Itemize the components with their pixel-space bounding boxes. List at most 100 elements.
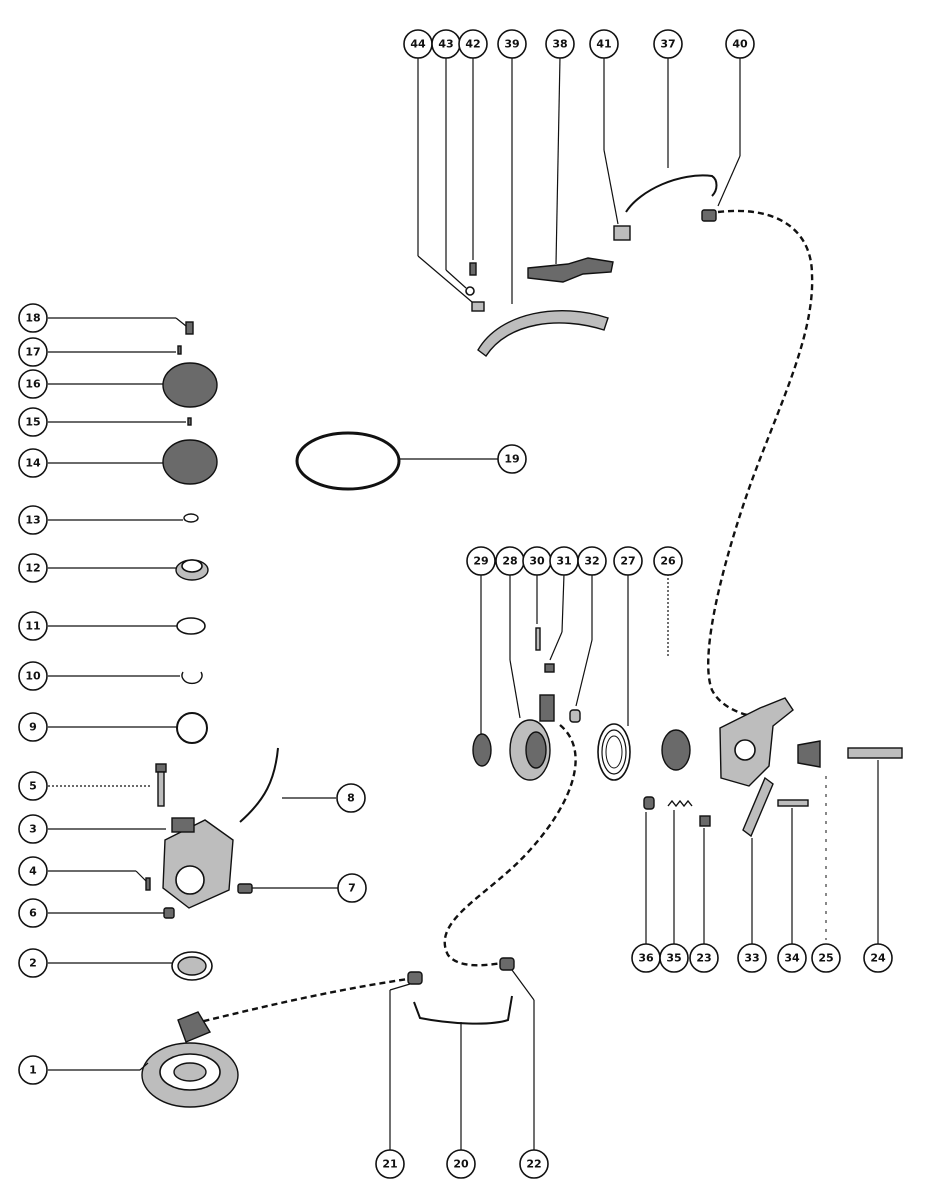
- svg-text:13: 13: [25, 514, 40, 527]
- svg-text:38: 38: [552, 38, 567, 51]
- part-30-screw: [535, 627, 541, 651]
- svg-text:35: 35: [666, 952, 681, 965]
- part-29-washer: [472, 733, 492, 767]
- part-20-tube: [413, 995, 513, 1025]
- callout-13: 13: [18, 505, 48, 535]
- svg-text:39: 39: [504, 38, 519, 51]
- part-28-bearing: [509, 719, 551, 781]
- callout-29: 29: [466, 546, 496, 576]
- svg-text:1: 1: [29, 1064, 37, 1077]
- callout-4: 4: [18, 856, 48, 886]
- part-21-fitting: [407, 971, 423, 985]
- callout-35: 35: [659, 943, 689, 973]
- callout-2: 2: [18, 948, 48, 978]
- svg-text:42: 42: [465, 38, 480, 51]
- svg-text:26: 26: [660, 555, 676, 568]
- part-24-bolt: [797, 740, 903, 768]
- part-35-spring: [667, 799, 693, 808]
- part-32-fitting: [569, 709, 581, 723]
- svg-text:10: 10: [25, 670, 41, 683]
- svg-text:23: 23: [696, 952, 711, 965]
- part-42-screw: [469, 262, 477, 276]
- hose-lower: [199, 976, 416, 1024]
- callout-5: 5: [18, 771, 48, 801]
- svg-text:12: 12: [25, 562, 40, 575]
- svg-text:30: 30: [529, 555, 545, 568]
- part-33-link: [742, 776, 774, 838]
- svg-text:17: 17: [25, 346, 40, 359]
- svg-text:14: 14: [25, 457, 41, 470]
- part-22-fitting: [499, 957, 515, 971]
- svg-text:3: 3: [29, 823, 37, 836]
- part-39-band: [477, 309, 609, 358]
- part-8-tube: [239, 747, 279, 823]
- part-14-gear: [162, 439, 218, 485]
- callout-24: 24: [863, 943, 893, 973]
- svg-text:40: 40: [732, 38, 748, 51]
- svg-text:2: 2: [29, 957, 37, 970]
- svg-text:37: 37: [660, 38, 675, 51]
- part-18-screw: [185, 321, 194, 335]
- callout-17: 17: [18, 337, 48, 367]
- part-12-bushing: [175, 559, 209, 581]
- callout-31: 31: [549, 546, 579, 576]
- part-38-lever: [527, 257, 614, 283]
- callout-22: 22: [519, 1149, 549, 1179]
- callout-30: 30: [522, 546, 552, 576]
- callout-14: 14: [18, 448, 48, 478]
- svg-text:9: 9: [29, 721, 37, 734]
- callout-28: 28: [495, 546, 525, 576]
- callout-12: 12: [18, 553, 48, 583]
- part-1-housing: [141, 1011, 239, 1108]
- callout-40: 40: [725, 29, 755, 59]
- part-44-nut: [471, 301, 485, 312]
- part-34-screw: [777, 799, 809, 807]
- part-13-ring: [183, 513, 199, 523]
- svg-text:4: 4: [29, 865, 37, 878]
- svg-text:43: 43: [438, 38, 453, 51]
- svg-text:21: 21: [382, 1158, 397, 1171]
- part-4-pin: [145, 877, 151, 891]
- part-40-fitting: [701, 209, 717, 222]
- svg-text:5: 5: [29, 780, 37, 793]
- callout-11: 11: [18, 611, 48, 641]
- part-9-oring: [176, 712, 208, 744]
- svg-text:29: 29: [473, 555, 488, 568]
- callout-3: 3: [18, 814, 48, 844]
- svg-text:20: 20: [453, 1158, 469, 1171]
- part-37-tube: [625, 174, 718, 213]
- svg-text:11: 11: [25, 620, 40, 633]
- hose-middle: [443, 724, 577, 967]
- svg-text:8: 8: [347, 792, 355, 805]
- svg-text:19: 19: [504, 453, 519, 466]
- callout-21: 21: [375, 1149, 405, 1179]
- callout-9: 9: [18, 712, 48, 742]
- svg-text:36: 36: [638, 952, 654, 965]
- svg-text:18: 18: [25, 312, 40, 325]
- callout-43: 43: [431, 29, 461, 59]
- part-36-ball: [643, 796, 655, 810]
- callout-42: 42: [458, 29, 488, 59]
- callout-18: 18: [18, 303, 48, 333]
- svg-text:33: 33: [744, 952, 759, 965]
- svg-text:15: 15: [25, 416, 40, 429]
- callout-39: 39: [497, 29, 527, 59]
- callout-36: 36: [631, 943, 661, 973]
- part-23-pin: [699, 815, 711, 827]
- part-10-snapring: [181, 671, 203, 685]
- svg-text:31: 31: [556, 555, 571, 568]
- callout-26: 26: [653, 546, 683, 576]
- svg-text:27: 27: [620, 555, 635, 568]
- part-11-ring: [176, 617, 206, 635]
- part-27-spring: [597, 723, 631, 781]
- part-15-pin: [187, 417, 192, 426]
- callout-38: 38: [545, 29, 575, 59]
- svg-text:16: 16: [25, 378, 41, 391]
- callout-27: 27: [613, 546, 643, 576]
- callout-23: 23: [689, 943, 719, 973]
- svg-text:7: 7: [348, 882, 356, 895]
- callout-10: 10: [18, 661, 48, 691]
- part-2-ring-inner: [177, 956, 207, 976]
- svg-text:22: 22: [526, 1158, 541, 1171]
